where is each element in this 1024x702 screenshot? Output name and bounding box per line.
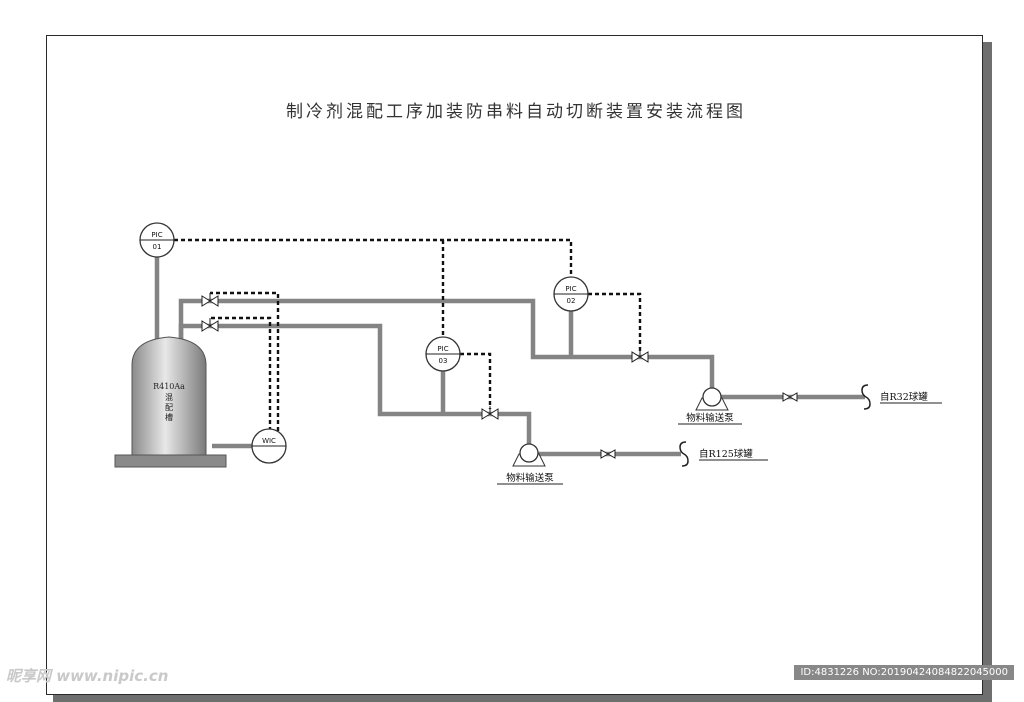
tank-label-char2: 配 bbox=[165, 403, 173, 412]
pic01-tag: PIC bbox=[151, 231, 162, 239]
valve-r125-line bbox=[600, 449, 616, 459]
source-r32: 自R32球罐 bbox=[861, 384, 942, 410]
source-r125: 自R125球罐 bbox=[679, 441, 768, 467]
wic-tag: WIC bbox=[262, 437, 276, 445]
valve-r32-line bbox=[782, 392, 798, 402]
tank-label-char3: 槽 bbox=[165, 412, 173, 422]
pic03-number: 03 bbox=[439, 357, 448, 365]
pump-2: 物料输送泵 bbox=[497, 443, 563, 485]
instrument-wic: WIC bbox=[251, 428, 287, 464]
source-r32-label: 自R32球罐 bbox=[880, 391, 928, 403]
watermark-right: ID:4831226 NO:20190424084822045000 bbox=[794, 665, 1014, 680]
pump-2-label: 物料输送泵 bbox=[506, 472, 554, 484]
pump-1: 物料输送泵 bbox=[678, 387, 742, 425]
pic01-number: 01 bbox=[153, 243, 162, 251]
signal-lines bbox=[174, 238, 642, 431]
pic03-tag: PIC bbox=[437, 345, 448, 353]
valve-pic03-line bbox=[481, 406, 499, 420]
tank-label-code: R410Aa bbox=[153, 382, 185, 391]
process-pipes bbox=[154, 255, 865, 457]
pipe-end-symbol-icon bbox=[861, 384, 871, 410]
valve-pic02-line bbox=[631, 349, 649, 363]
pic02-tag: PIC bbox=[565, 285, 576, 293]
valve-lower-tank bbox=[201, 318, 219, 332]
source-r125-label: 自R125球罐 bbox=[699, 448, 753, 460]
pic02-number: 02 bbox=[567, 297, 576, 305]
watermark-left: 昵享网 www.nipic.cn bbox=[6, 667, 169, 685]
pipe-end-symbol-icon bbox=[679, 441, 689, 467]
valve-upper-tank bbox=[201, 293, 219, 307]
mixing-tank: R410Aa 混 配 槽 bbox=[114, 336, 227, 468]
diagram-title: 制冷剂混配工序加装防串料自动切断装置安装流程图 bbox=[286, 102, 746, 122]
instrument-pic01: PIC 01 bbox=[139, 222, 175, 258]
instrument-pic02: PIC 02 bbox=[553, 276, 589, 312]
instrument-pic03: PIC 03 bbox=[425, 336, 461, 372]
tank-label-char1: 混 bbox=[165, 393, 173, 402]
pump-1-label: 物料输送泵 bbox=[686, 412, 734, 424]
